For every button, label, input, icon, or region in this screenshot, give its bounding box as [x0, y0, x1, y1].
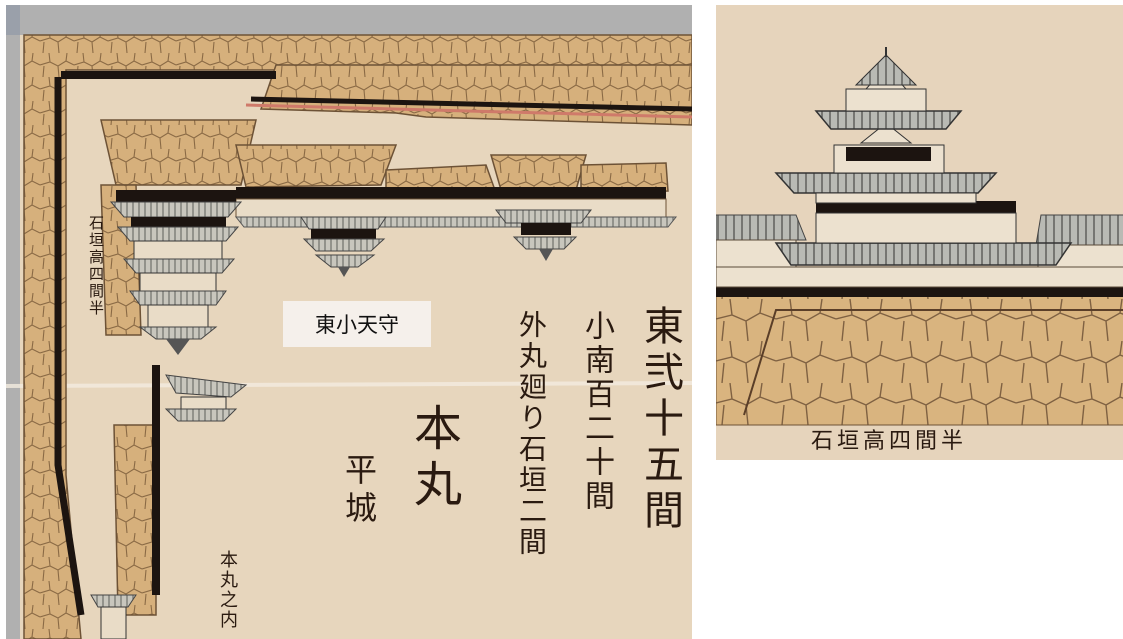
script-south-length: 小南百二十間 — [579, 310, 614, 514]
tower-middle — [300, 216, 387, 277]
tower-lower-left — [164, 374, 248, 422]
script-honmaru: 本丸 — [405, 403, 461, 515]
keep-detail-panel: 石垣高四間半 — [716, 5, 1123, 460]
script-hirajiro: 平城 — [340, 453, 378, 529]
gate-bottom — [90, 594, 137, 639]
script-outer-wall: 外丸廻り石垣二間 — [515, 310, 548, 558]
script-east-length: 東弐十五間 — [637, 305, 683, 535]
tower-east — [494, 209, 593, 261]
script-stone-wall-height: 石垣高四間半 — [87, 215, 105, 317]
main-keep — [109, 190, 243, 355]
script-caption-stone-wall: 石垣高四間半 — [811, 429, 968, 454]
script-inner-bailey: 本丸之内 — [217, 550, 238, 630]
keep-detail-drawing — [716, 5, 1123, 460]
east-small-keep-label: 東小天守 — [283, 301, 431, 347]
